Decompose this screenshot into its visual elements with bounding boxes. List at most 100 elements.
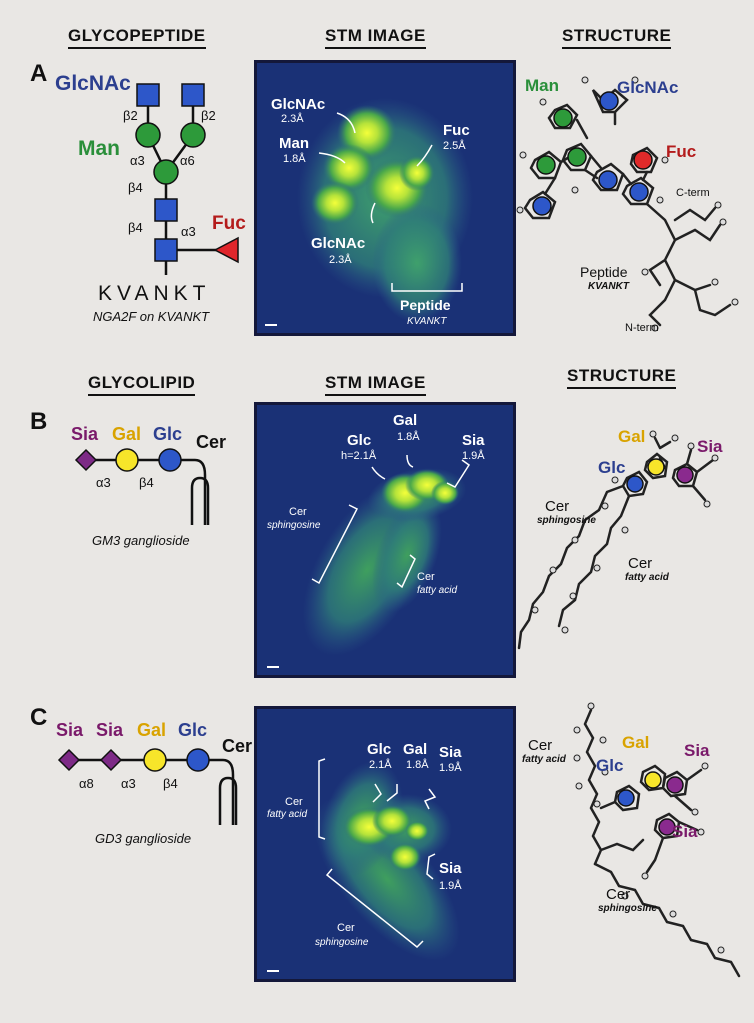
gd3-glc-circle [186, 748, 210, 772]
structure-a-glcnac-node-4 [532, 196, 552, 216]
gd3-gal-circle [143, 748, 167, 772]
sia-diamond-1 [57, 748, 81, 772]
linkage-b4-upper: β4 [128, 180, 143, 195]
peptide-sequence: KVANKT [98, 282, 211, 305]
structure-a-man-node-2 [536, 155, 556, 175]
structure-c-cer-fa-sub: fatty acid [522, 754, 566, 765]
gd3-gal-label: Gal [137, 720, 167, 740]
sia-diamond [74, 448, 98, 472]
stm-b-gal-size: 1.8Å [397, 430, 420, 443]
stm-a-glcnac-top: GlcNAc [271, 96, 325, 113]
stm-a-man: Man [279, 135, 309, 152]
gd3-linkage-b4: β4 [163, 776, 178, 791]
stm-c-cer-fa-sub: fatty acid [267, 809, 307, 820]
structure-c-sia1-label: Sia [684, 741, 710, 760]
stm-c-sia-bottom-size: 1.9Å [439, 879, 462, 892]
gd3-sia1-label: Sia [56, 720, 84, 740]
stm-b-cer-sph-sub: sphingosine [267, 520, 321, 531]
man-circle-right [180, 122, 206, 148]
stm-c-glc: Glc [367, 741, 391, 758]
gm3-glc-label: Glc [153, 424, 183, 444]
linkage-b4-lower: β4 [128, 220, 143, 235]
stm-c-gal-size: 1.8Å [406, 758, 429, 771]
gd3-linkage-a8: α8 [79, 776, 94, 791]
stm-a-fuc: Fuc [443, 122, 470, 139]
structure-a-man-node [553, 108, 573, 128]
structure-c-cer-fa-label: Cer [528, 737, 553, 754]
stm-a-fuc-size: 2.5Å [443, 139, 466, 152]
structure-a-man-label: Man [525, 76, 559, 95]
stm-image-c: Glc 2.1Å Gal 1.8Å Sia 1.9Å Sia 1.9Å Cer … [254, 706, 516, 982]
stm-c-sia-bottom: Sia [439, 860, 462, 877]
structure-c-sia-node-2 [658, 818, 676, 836]
structure-header-b: STRUCTURE [567, 366, 677, 389]
linkage-a3-fuc: α3 [181, 224, 196, 239]
stm-c-cer-fa: Cer [285, 796, 303, 808]
structure-a-peptide-seq: KVANKT [588, 281, 629, 292]
structure-a-nterm-label: N-term [625, 322, 659, 334]
glcnac-square-left [136, 83, 160, 107]
gal-circle [115, 448, 139, 472]
structure-b-gal-node [647, 458, 665, 476]
stm-c-sia-top-size: 1.9Å [439, 761, 462, 774]
gm3-linkage-a3: α3 [96, 475, 111, 490]
structure-c-gal-node [644, 771, 662, 789]
stm-c-cer-sph: Cer [337, 922, 355, 934]
stm-a-peptide-seq: KVANKT [407, 316, 447, 327]
structure-header-a: STRUCTURE [562, 26, 672, 49]
glcnac-square-core-upper [154, 198, 178, 222]
gd3-linkage-a3: α3 [121, 776, 136, 791]
stm-a-glcnac-top-size: 2.3Å [281, 112, 304, 125]
panel-letter-c: C [30, 704, 48, 731]
stm-b-sia-size: 1.9Å [462, 449, 485, 462]
glcnac-square-core-lower [154, 238, 178, 262]
glc-circle [158, 448, 182, 472]
stm-a-peptide: Peptide [400, 297, 451, 313]
stm-image-b: Glc h=2.1Å Gal 1.8Å Sia 1.9Å Cer sphingo… [254, 402, 516, 678]
stm-b-cer-sph: Cer [289, 506, 307, 518]
stm-image-a: GlcNAc 2.3Å Man 1.8Å Fuc 2.5Å GlcNAc 2.3… [254, 60, 516, 336]
stm-b-glc: Glc [347, 432, 371, 449]
stm-image-header-b: STM IMAGE [325, 373, 426, 396]
structure-c-glc-label: Glc [596, 756, 624, 775]
linkage-a6: α6 [180, 153, 195, 168]
structure-a-peptide-label: Peptide [580, 264, 628, 280]
panel-letter-b: B [30, 408, 48, 435]
stm-b-sia: Sia [462, 432, 485, 449]
structure-a-glcnac-node [599, 91, 619, 111]
stm-image-header-a: STM IMAGE [325, 26, 426, 49]
linkage-a3: α3 [130, 153, 145, 168]
structure-a-glcnac-label: GlcNAc [617, 78, 679, 97]
structure-a-man-node-3 [567, 147, 587, 167]
structure-b-glc-node [626, 475, 644, 493]
structure-b-molecule [517, 430, 719, 650]
structure-a-cterm-label: C-term [676, 187, 710, 199]
fuc-label: Fuc [212, 213, 246, 234]
gm3-gal-label: Gal [112, 424, 142, 444]
gd3-glc-label: Glc [178, 720, 208, 740]
structure-a-glcnac-node-3 [629, 182, 649, 202]
glycolipid-header: GLYCOLIPID [88, 373, 196, 396]
stm-c-sia-top: Sia [439, 744, 462, 761]
man-label: Man [78, 137, 120, 160]
structure-b-gal-label: Gal [618, 427, 646, 446]
linkage-b2-right: β2 [201, 108, 216, 123]
stm-b-cer-fa-sub: fatty acid [417, 585, 457, 596]
panel-letter-a: A [30, 60, 48, 87]
stm-b-cer-fa: Cer [417, 571, 435, 583]
fuc-triangle [213, 236, 239, 264]
structure-c-molecule [573, 702, 741, 978]
gm3-sia-label: Sia [71, 424, 99, 444]
structure-c-cer-sph-label: Cer [606, 886, 631, 903]
sia-diamond-2 [99, 748, 123, 772]
structure-b-glc-label: Glc [598, 458, 626, 477]
stm-c-gal: Gal [403, 741, 427, 758]
structure-b-sia-label: Sia [697, 437, 723, 456]
structure-c-gal-label: Gal [622, 733, 650, 752]
structure-c-glc-node [617, 789, 635, 807]
structure-c-sia2-label: Sia [672, 822, 698, 841]
glycolipid-gd3-diagram [57, 748, 238, 825]
gm3-linkage-b4: β4 [139, 475, 154, 490]
stm-b-glc-h: h=2.1Å [341, 449, 377, 462]
structure-b-cer-fa-label: Cer [628, 555, 653, 572]
